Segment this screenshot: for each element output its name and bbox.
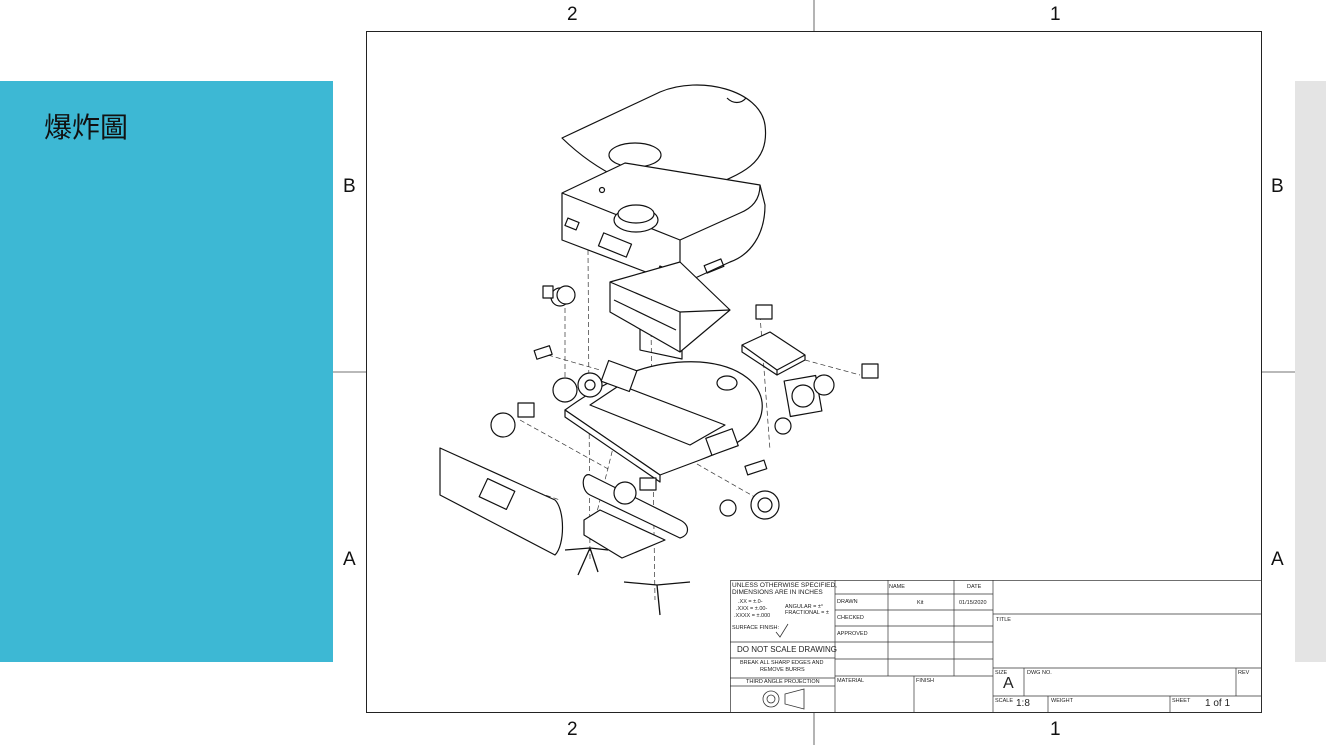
tb-title-label: TITLE xyxy=(996,617,1011,623)
tb-checked: CHECKED xyxy=(837,615,864,621)
main-housing xyxy=(561,162,766,360)
tb-sheet-label: SHEET xyxy=(1172,698,1191,704)
tb-drawn-name: Kit xyxy=(917,600,924,606)
tb-projection: THIRD ANGLE PROJECTION xyxy=(746,679,820,685)
drive-wheel-left xyxy=(552,372,603,403)
tb-scale-label: SCALE xyxy=(995,698,1014,704)
tb-tolerance-header: UNLESS OTHERWISE SPECIFIED, xyxy=(732,582,837,589)
connector-right xyxy=(861,363,879,379)
brush-roller xyxy=(582,474,689,539)
tb-break-edges-1: BREAK ALL SHARP EDGES AND xyxy=(740,660,824,666)
zone-top-1: 1 xyxy=(1050,4,1061,25)
chassis-base xyxy=(564,359,763,483)
tb-angular: ANGULAR = ±° xyxy=(785,604,824,610)
left-accent-panel xyxy=(0,81,333,662)
battery-pack xyxy=(609,261,731,353)
tb-drawn-date: 01/15/2020 xyxy=(959,600,987,606)
zone-bottom-2: 2 xyxy=(567,719,578,740)
tb-weight: WEIGHT xyxy=(1051,698,1073,704)
zone-left-b: B xyxy=(343,176,356,197)
tb-size-label: SIZE xyxy=(995,670,1008,676)
title-block xyxy=(730,580,1262,713)
front-bumper xyxy=(439,447,564,556)
tb-tol-x: .XX = ±.0- xyxy=(738,599,763,605)
tb-col-name: NAME xyxy=(889,584,905,590)
side-brush-2 xyxy=(623,581,691,616)
fan-module xyxy=(774,374,835,435)
exploded-view-drawing xyxy=(439,84,879,616)
bottom-plate xyxy=(583,509,666,559)
tb-drawn: DRAWN xyxy=(837,599,858,605)
tb-size-value: A xyxy=(1003,675,1014,692)
zone-top-2: 2 xyxy=(567,4,578,25)
side-wheel-left xyxy=(490,412,516,438)
tb-tol-xx: .XXX = ±.00- xyxy=(736,606,768,612)
side-brush-1 xyxy=(564,547,609,576)
tb-surface-finish: SURFACE FINISH: xyxy=(732,625,780,631)
zone-right-b: B xyxy=(1271,176,1284,197)
tb-finish: FINISH xyxy=(916,678,935,684)
tb-scale-value: 1:8 xyxy=(1016,698,1030,709)
drive-wheel-right xyxy=(719,490,780,520)
zone-bottom-1: 1 xyxy=(1050,719,1061,740)
connector-left xyxy=(517,402,535,418)
tb-dwg-no: DWG NO. xyxy=(1027,670,1052,676)
tb-dims-in: DIMENSIONS ARE IN INCHES xyxy=(732,589,823,596)
tb-tol-xxx: .XXXX = ±.000 xyxy=(734,613,771,619)
zone-right-a: A xyxy=(1271,549,1284,570)
tb-do-not-scale: DO NOT SCALE DRAWING xyxy=(737,645,838,654)
right-side-panel xyxy=(1295,81,1326,662)
tb-approved: APPROVED xyxy=(837,631,868,637)
tb-fractional: FRACTIONAL = ± xyxy=(785,610,829,616)
slide-title: 爆炸圖 xyxy=(44,111,129,144)
tb-material: MATERIAL xyxy=(837,678,865,684)
zone-left-a: A xyxy=(343,549,356,570)
control-board xyxy=(741,331,806,371)
surface-finish-symbol xyxy=(775,623,789,638)
tb-break-edges-2: REMOVE BURRS xyxy=(760,667,805,673)
tb-rev: REV xyxy=(1238,670,1250,676)
tb-col-date: DATE xyxy=(967,584,982,590)
connector-top xyxy=(755,304,773,320)
tb-sheet-value: 1 of 1 xyxy=(1205,698,1231,709)
projection-symbol xyxy=(762,688,805,710)
